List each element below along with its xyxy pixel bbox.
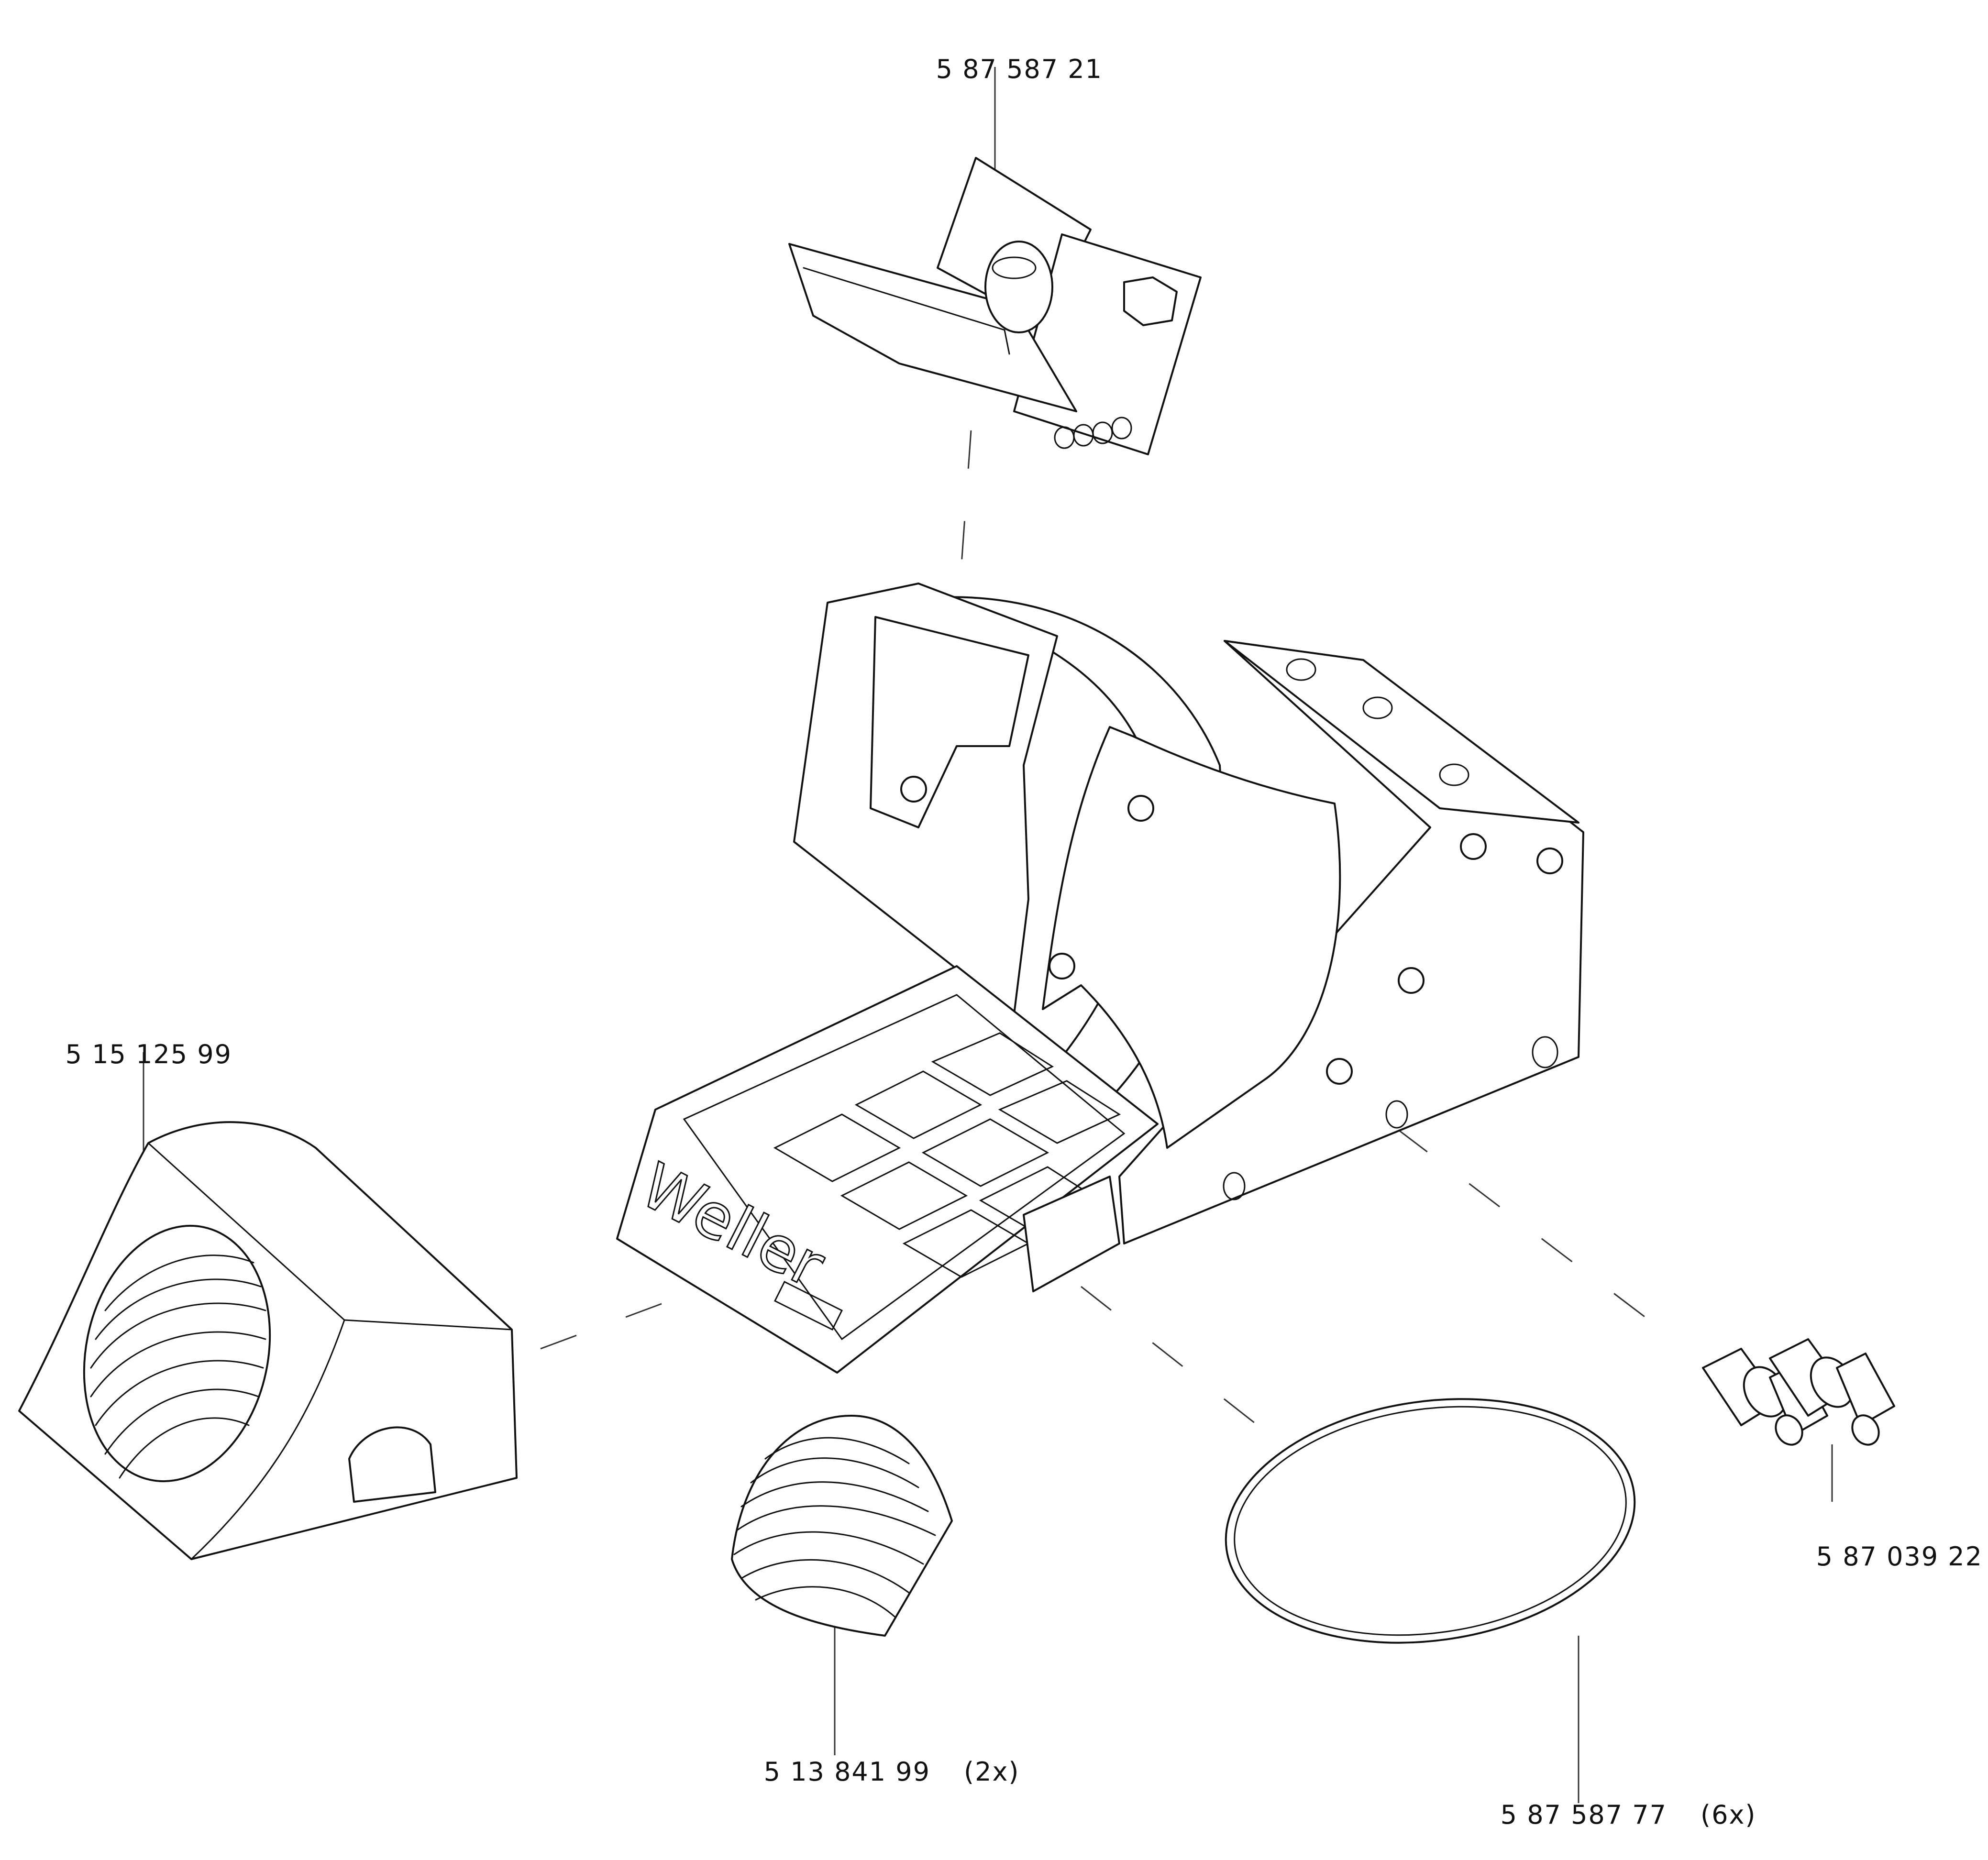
o-ring-part <box>1225 1398 1636 1644</box>
dash-cover-to-base <box>540 1286 708 1350</box>
part-number: 5 87 587 21 <box>936 54 1103 84</box>
clip-tube-inner <box>992 256 1037 279</box>
part-number: 5 15 125 99 <box>65 1039 232 1069</box>
base-connector-block <box>1023 1176 1120 1292</box>
pin <box>1769 1338 1895 1446</box>
base-tray <box>616 965 1159 1374</box>
base-top-rail <box>1224 640 1579 824</box>
diagram-drawing: Weller <box>18 67 1895 1803</box>
part-label-holder-clip: 5 87 587 21 <box>899 24 1103 114</box>
hole-icon <box>1286 658 1316 681</box>
clip-hole <box>1111 417 1132 440</box>
base-bracket-cutout <box>870 616 1029 828</box>
screw-icon <box>1398 967 1425 994</box>
part-label-cover: 5 15 125 99 <box>29 1009 232 1100</box>
tray-cell <box>840 1161 968 1230</box>
cover-part <box>18 1121 518 1560</box>
cover-side-tab <box>348 1426 436 1503</box>
holder-clip-part <box>788 157 1202 455</box>
cover-edge-line-2 <box>190 1319 345 1560</box>
clip-side-knob <box>1123 276 1178 326</box>
screw-icon <box>1536 847 1563 874</box>
base-stand-part: Weller <box>616 583 1584 1374</box>
part-number: 5 13 841 99 <box>763 1757 931 1787</box>
base-tray-inner-edge <box>683 994 1126 1341</box>
o-ring-inner <box>1234 1406 1627 1636</box>
hole-icon <box>1362 696 1393 719</box>
part-quantity: (2x) <box>964 1757 1020 1787</box>
screw-icon <box>1049 953 1075 980</box>
clip-hole <box>1092 421 1113 444</box>
part-quantity: (6x) <box>1701 1800 1756 1830</box>
screw-icon <box>900 776 927 803</box>
base-screws <box>900 658 1563 1200</box>
exploded-parts-diagram: Weller <box>18 24 1983 1830</box>
part-number: 5 87 039 22 <box>1816 1541 1983 1572</box>
tray-cell <box>854 1070 983 1139</box>
part-label-sponge-shell: 5 13 841 99 (2x) <box>727 1727 1019 1817</box>
cover-opening <box>83 1224 271 1483</box>
screw-icon <box>1326 1058 1353 1085</box>
base-front-bracket <box>1042 726 1341 1149</box>
sponge-shell-body <box>731 1415 953 1637</box>
dash-pins-to-base <box>1396 1128 1675 1340</box>
part-number: 5 87 587 77 <box>1500 1800 1668 1830</box>
part-label-pins: 5 87 039 22 <box>1779 1511 1983 1602</box>
tray-cell <box>931 1032 1054 1096</box>
hole-icon <box>1532 1036 1558 1068</box>
pins-part <box>1702 1338 1895 1446</box>
hole-icon <box>1385 1100 1408 1129</box>
weller-logo-mark <box>773 1280 843 1331</box>
hole-icon <box>1439 763 1469 786</box>
clip-tube-ring <box>984 241 1053 333</box>
cover-sponge-ribs <box>90 1255 266 1479</box>
o-ring-outer <box>1225 1398 1636 1644</box>
tray-cell <box>773 1113 901 1182</box>
screw-icon <box>1127 795 1154 822</box>
sponge-shell-part <box>731 1415 953 1637</box>
hole-icon <box>1223 1172 1246 1200</box>
part-label-o-ring: 5 87 587 77 (6x) <box>1464 1770 1756 1860</box>
clip-arm-groove <box>803 267 1010 355</box>
sponge-shell-ribs <box>733 1437 936 1618</box>
tray-cell <box>998 1080 1121 1144</box>
clip-holes <box>1054 417 1132 449</box>
clip-hole <box>1054 426 1075 449</box>
screw-icon <box>1460 833 1487 860</box>
tray-cell <box>921 1118 1049 1187</box>
